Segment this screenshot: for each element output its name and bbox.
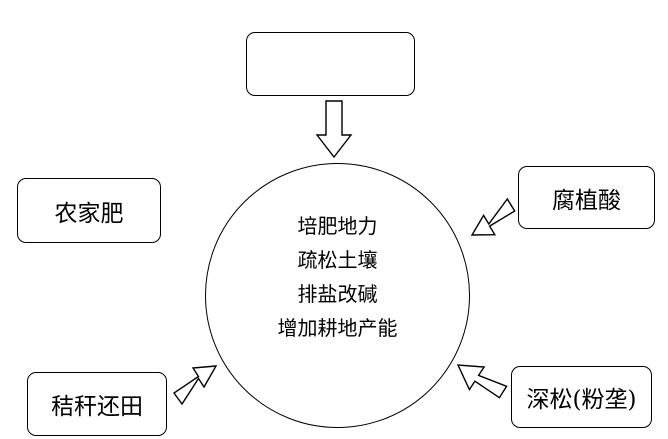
top-empty-box	[246, 32, 415, 96]
box-humic-acid: 腐植酸	[518, 166, 655, 229]
center-text: 培肥地力 疏松土壤 排盐改碱 增加耕地产能	[205, 209, 470, 345]
box-farm-manure: 农家肥	[17, 178, 161, 243]
arrow-from-straw-return	[173, 365, 218, 406]
box-deep-loosening-label: 深松(粉垄)	[526, 387, 637, 413]
center-line-2: 疏松土壤	[297, 248, 378, 272]
box-straw-return-label: 秸秆还田	[51, 394, 143, 420]
box-farm-manure-label: 农家肥	[54, 200, 124, 227]
box-humic-acid-label: 腐植酸	[552, 187, 621, 214]
arrow-from-humic-acid	[470, 197, 516, 236]
center-line-1: 培肥地力	[297, 214, 378, 238]
arrow-down-from-top	[315, 100, 353, 159]
center-line-3: 排盐改碱	[297, 282, 378, 306]
center-circle	[205, 163, 470, 428]
center-line-4: 增加耕地产能	[277, 316, 398, 340]
box-deep-loosening: 深松(粉垄)	[511, 366, 652, 428]
box-straw-return: 秸秆还田	[27, 372, 167, 436]
arrow-from-deep-loosening	[456, 364, 508, 399]
